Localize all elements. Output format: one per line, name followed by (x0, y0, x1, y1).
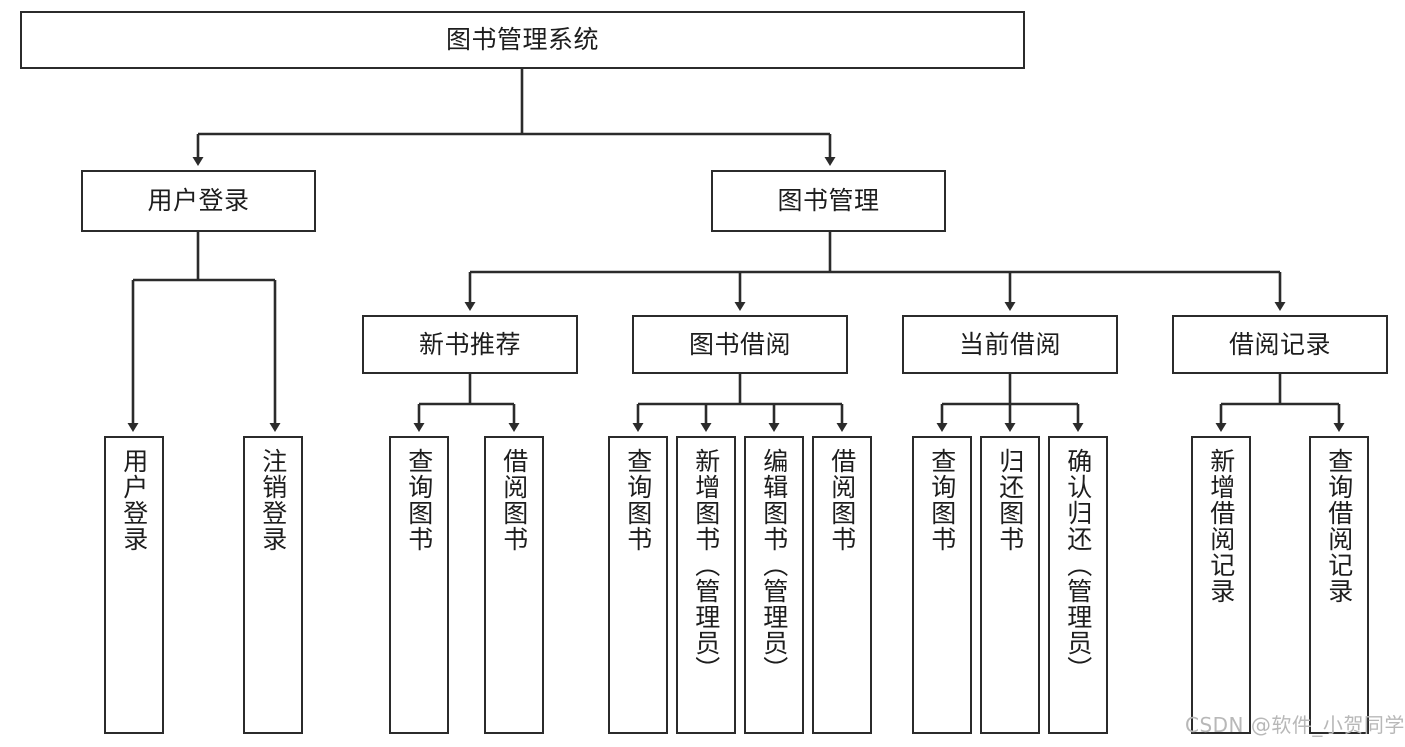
node-leaf-add-record-label: 新增借阅记录 (1206, 448, 1236, 604)
node-leaf-user-login[interactable]: 用户登录 (104, 436, 164, 734)
node-borrow-record[interactable]: 借阅记录 (1172, 315, 1388, 374)
node-root-label: 图书管理系统 (445, 25, 599, 55)
node-book-manage-label: 图书管理 (777, 186, 880, 216)
node-leaf-return-book-label: 归还图书 (995, 448, 1025, 552)
node-leaf-borrow-book-2-label: 借阅图书 (827, 448, 857, 552)
node-leaf-edit-book-label: 编辑图书（管理员） (759, 448, 789, 682)
csdn-watermark: CSDN @软件_小贺同学 (1185, 713, 1405, 737)
node-leaf-add-book[interactable]: 新增图书（管理员） (676, 436, 736, 734)
node-leaf-borrow-book-2[interactable]: 借阅图书 (812, 436, 872, 734)
node-leaf-logout-label: 注销登录 (258, 448, 288, 552)
node-user-login[interactable]: 用户登录 (81, 170, 316, 232)
node-leaf-query-record-label: 查询借阅记录 (1324, 448, 1354, 604)
node-book-borrow[interactable]: 图书借阅 (632, 315, 848, 374)
node-leaf-query-book-2[interactable]: 查询图书 (608, 436, 668, 734)
node-new-book-recommend-label: 新书推荐 (418, 329, 521, 359)
node-leaf-query-book-3-label: 查询图书 (927, 448, 957, 552)
node-leaf-query-book-1-label: 查询图书 (404, 448, 434, 552)
node-leaf-query-book-3[interactable]: 查询图书 (912, 436, 972, 734)
node-leaf-borrow-book-1-label: 借阅图书 (499, 448, 529, 552)
node-book-manage[interactable]: 图书管理 (711, 170, 946, 232)
node-current-borrow[interactable]: 当前借阅 (902, 315, 1118, 374)
node-leaf-query-book-2-label: 查询图书 (623, 448, 653, 552)
node-root[interactable]: 图书管理系统 (20, 11, 1025, 69)
node-leaf-return-book[interactable]: 归还图书 (980, 436, 1040, 734)
node-current-borrow-label: 当前借阅 (958, 329, 1061, 359)
node-leaf-add-record[interactable]: 新增借阅记录 (1191, 436, 1251, 734)
node-leaf-query-book-1[interactable]: 查询图书 (389, 436, 449, 734)
node-leaf-add-book-label: 新增图书（管理员） (691, 448, 721, 682)
node-user-login-label: 用户登录 (147, 186, 250, 216)
node-borrow-record-label: 借阅记录 (1228, 329, 1331, 359)
node-leaf-user-login-label: 用户登录 (119, 448, 149, 552)
node-new-book-recommend[interactable]: 新书推荐 (362, 315, 578, 374)
node-leaf-query-record[interactable]: 查询借阅记录 (1309, 436, 1369, 734)
node-book-borrow-label: 图书借阅 (688, 329, 791, 359)
node-leaf-edit-book[interactable]: 编辑图书（管理员） (744, 436, 804, 734)
node-leaf-confirm-return[interactable]: 确认归还（管理员） (1048, 436, 1108, 734)
node-leaf-borrow-book-1[interactable]: 借阅图书 (484, 436, 544, 734)
node-leaf-logout[interactable]: 注销登录 (243, 436, 303, 734)
node-leaf-confirm-return-label: 确认归还（管理员） (1063, 448, 1093, 682)
